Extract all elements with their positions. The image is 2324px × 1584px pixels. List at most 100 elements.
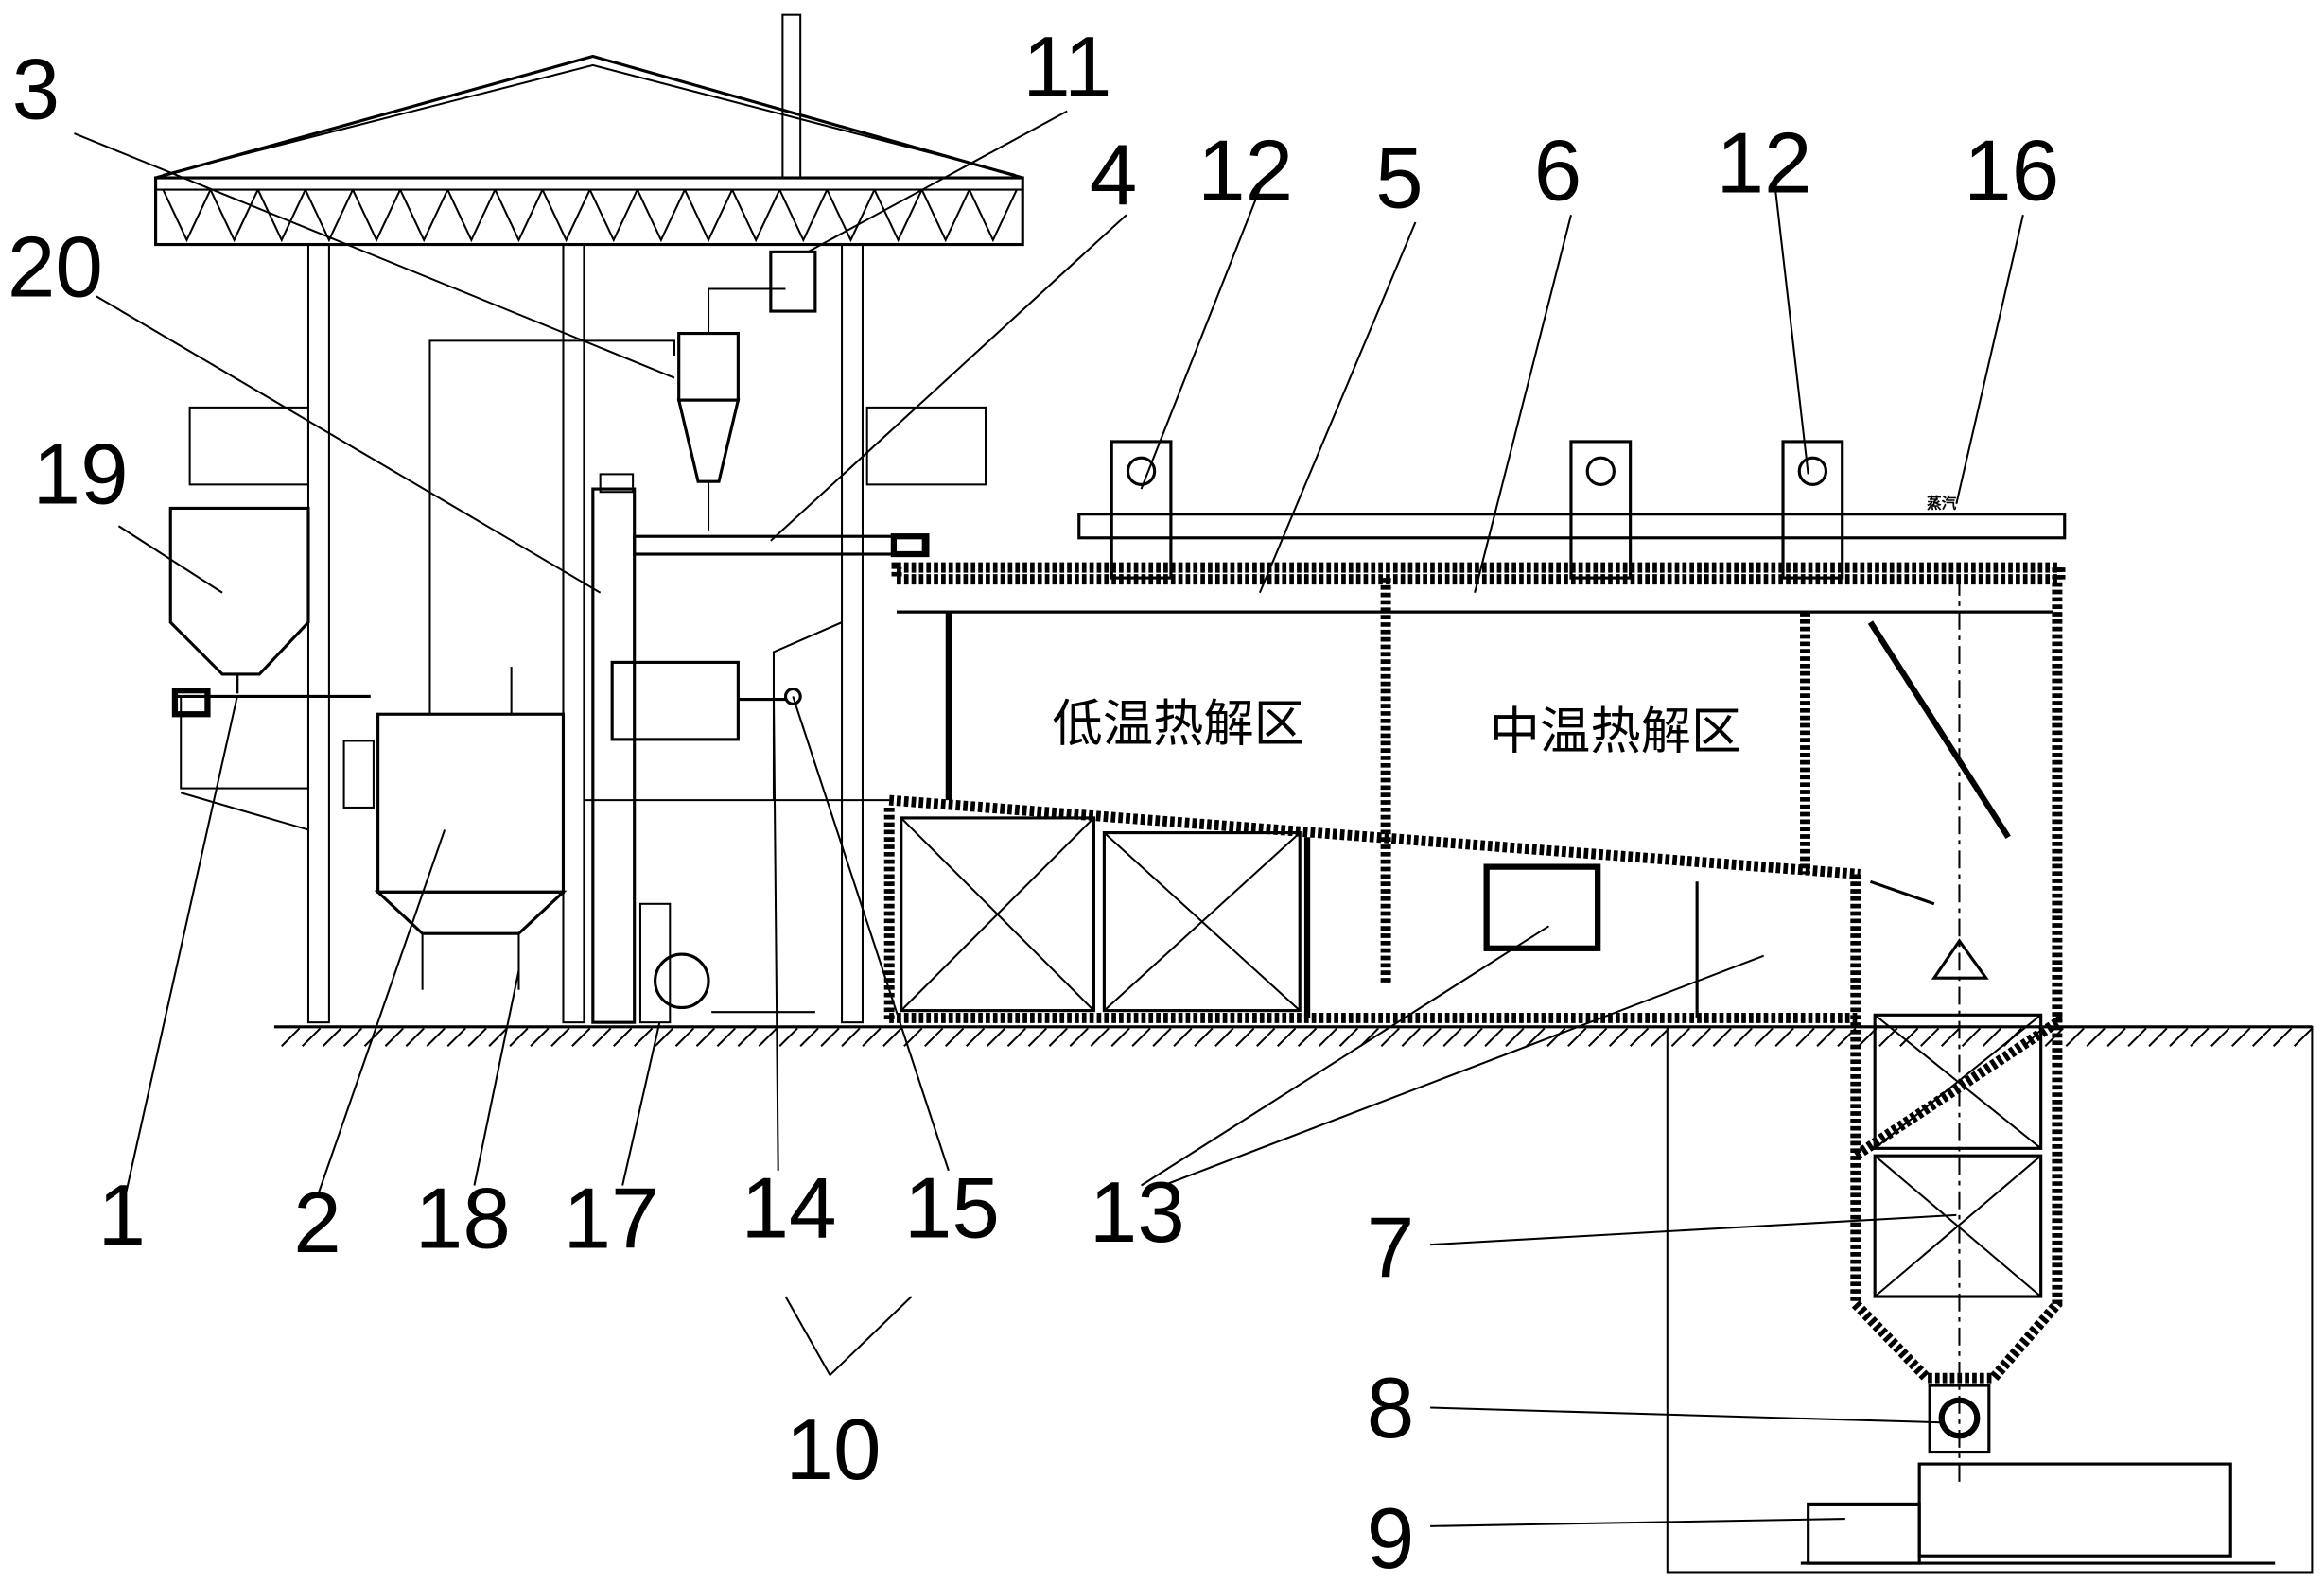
ground-hatch <box>1318 1027 1338 1047</box>
ground-hatch <box>2169 1027 2189 1047</box>
ground-hatch <box>1961 1027 1982 1047</box>
dust-collector <box>342 339 676 990</box>
ground-hatch <box>1152 1027 1172 1047</box>
ground-hatch <box>509 1027 529 1047</box>
ground-hatch <box>281 1027 301 1047</box>
label-17: 17 <box>563 1171 658 1266</box>
ground-hatch <box>1920 1027 1940 1047</box>
ground-hatch <box>2252 1027 2272 1047</box>
truss-web <box>446 189 497 243</box>
ground-hatch <box>716 1027 736 1047</box>
label-9: 9 <box>1367 1491 1415 1584</box>
label-16: 16 <box>1964 124 2059 219</box>
ground-hatch <box>1774 1027 1794 1047</box>
ground-hatch <box>2210 1027 2230 1047</box>
ground-hatch <box>862 1027 882 1047</box>
truss-web <box>873 189 923 243</box>
label-14: 14 <box>742 1160 837 1256</box>
ground-hatch <box>1733 1027 1753 1047</box>
ground-hatch <box>1588 1027 1608 1047</box>
platforms <box>171 406 987 831</box>
ground-hatch <box>778 1027 798 1047</box>
ground-hatch <box>945 1027 965 1047</box>
label-2: 2 <box>293 1175 341 1271</box>
ground-hatch <box>737 1027 757 1047</box>
ground-hatch <box>1463 1027 1483 1047</box>
truss-web <box>684 189 734 243</box>
ground-hatch <box>1712 1027 1732 1047</box>
ground-hatch <box>426 1027 446 1047</box>
label-11: 11 <box>1022 20 1111 115</box>
ground-hatch <box>1069 1027 1089 1047</box>
ground-hatch <box>965 1027 986 1047</box>
ground-hatch <box>1173 1027 1193 1047</box>
ground-hatch <box>1214 1027 1234 1047</box>
ground-hatch <box>1546 1027 1566 1047</box>
truss-web <box>968 189 1018 243</box>
ground-hatch <box>820 1027 840 1047</box>
ground-hatch <box>1256 1027 1276 1047</box>
ground-hatch <box>1982 1027 2002 1047</box>
ground-hatch <box>1338 1027 1359 1047</box>
ground-hatch <box>2127 1027 2147 1047</box>
ground-hatch <box>924 1027 944 1047</box>
mid-temp-zone-label: 中温热解区 <box>1490 702 1741 760</box>
label-4: 4 <box>1090 128 1138 223</box>
label-13: 13 <box>1090 1165 1185 1261</box>
label-18: 18 <box>415 1171 511 1266</box>
ground-hatch <box>1442 1027 1462 1047</box>
ground-hatch <box>2148 1027 2168 1047</box>
ground-hatch <box>1090 1027 1110 1047</box>
label-12: 12 <box>1197 124 1293 219</box>
truss-web <box>588 189 638 243</box>
ground-hatch <box>674 1027 695 1047</box>
label-7: 7 <box>1367 1201 1415 1297</box>
ground-hatch <box>1194 1027 1214 1047</box>
ground-hatch <box>1650 1027 1670 1047</box>
roof-truss <box>154 13 1024 247</box>
ground-hatch <box>986 1027 1006 1047</box>
label-8: 8 <box>1367 1361 1415 1456</box>
truss-web <box>304 189 354 243</box>
burner <box>584 621 890 802</box>
ground-hatch <box>654 1027 674 1047</box>
ground-hatch <box>1297 1027 1318 1047</box>
ground-hatch <box>342 1027 363 1047</box>
ground-hatch <box>1048 1027 1068 1047</box>
ground-hatch <box>1608 1027 1629 1047</box>
ground-hatch <box>758 1027 778 1047</box>
leader-lines <box>74 110 2024 1527</box>
ground-hatch <box>841 1027 861 1047</box>
ground-hatch <box>1795 1027 1815 1047</box>
ground-hatch <box>571 1027 591 1047</box>
steam-pipe: 蒸汽 <box>1077 440 2067 580</box>
ground-hatch <box>1629 1027 1650 1047</box>
ground-hatch <box>2293 1027 2314 1047</box>
ground-hatch <box>301 1027 322 1047</box>
ground-hatch <box>1505 1027 1525 1047</box>
ground-hatch <box>384 1027 404 1047</box>
ground-hatch <box>592 1027 612 1047</box>
truss-web <box>399 189 449 243</box>
ground-hatch <box>1235 1027 1255 1047</box>
ground-hatch <box>2231 1027 2251 1047</box>
ground-hatch <box>695 1027 716 1047</box>
steam-tag: 蒸汽 <box>1927 494 1957 512</box>
ground-hatch <box>1027 1027 1048 1047</box>
truss-web <box>826 189 876 243</box>
ground-hatch <box>2086 1027 2106 1047</box>
truss-web <box>494 189 544 243</box>
truss-web <box>352 189 402 243</box>
ground-hatch <box>1899 1027 1919 1047</box>
label-10: 10 <box>786 1402 882 1498</box>
truss-web <box>162 189 212 243</box>
truss-web <box>209 189 259 243</box>
cooling-shaft <box>1800 578 2276 1565</box>
ground-line <box>273 1025 2314 1574</box>
ground-hatch <box>1691 1027 1711 1047</box>
ground-hatch <box>530 1027 550 1047</box>
ground-hatch <box>1401 1027 1421 1047</box>
ground-hatch <box>2272 1027 2293 1047</box>
